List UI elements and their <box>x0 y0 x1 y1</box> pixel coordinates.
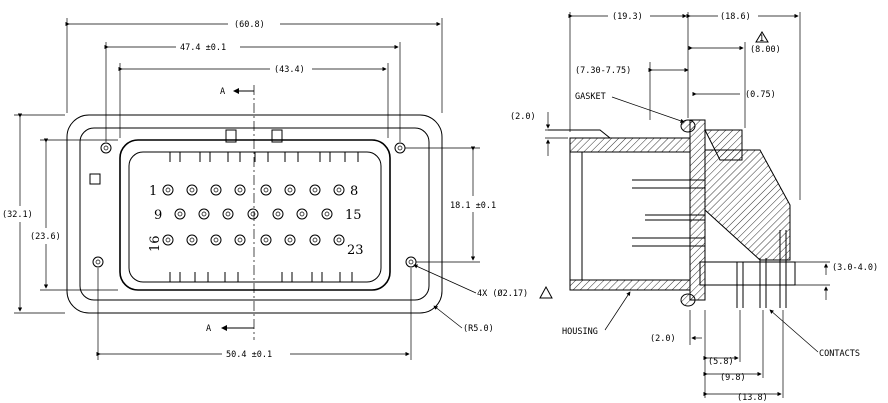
dim-housing-offset: (2.0) <box>650 310 702 345</box>
standoff <box>699 261 796 286</box>
section-label-bottom: A <box>206 324 211 334</box>
connector-body <box>119 139 391 291</box>
svg-text:(7.30-7.75): (7.30-7.75) <box>575 66 631 76</box>
svg-text:(23.6): (23.6) <box>30 232 61 242</box>
dim-flange-ref: (8.00) 1 <box>688 31 781 128</box>
contact-cavities <box>162 184 345 246</box>
pin-label-8: 8 <box>350 184 358 199</box>
dim-row3: (13.8) <box>737 393 768 403</box>
pin-label-9: 9 <box>154 208 162 223</box>
section-label-top: A <box>220 87 225 97</box>
svg-text:(60.8): (60.8) <box>234 20 265 30</box>
dim-flange-thickness: (0.75) <box>692 90 776 100</box>
contacts-horizontal <box>632 179 705 247</box>
polarization-mark <box>89 173 101 185</box>
dim-gasket-range: (7.30-7.75) <box>575 62 689 120</box>
svg-text:(43.4): (43.4) <box>274 65 305 75</box>
dim-flange-hole-spacing: 47.4 ±0.1 <box>104 42 401 142</box>
housing-top-wall <box>569 137 691 153</box>
dim-body-width: (43.4) <box>118 63 389 138</box>
svg-text:(2.0): (2.0) <box>510 112 536 122</box>
gasket <box>680 119 696 133</box>
svg-text:4X (Ø2.17): 4X (Ø2.17) <box>477 288 528 299</box>
svg-text:50.4 ±0.1: 50.4 ±0.1 <box>226 350 272 360</box>
dim-lip: (2.0) <box>510 112 568 156</box>
pin-label-23: 23 <box>347 243 364 258</box>
dim-overall-height: (32.1) <box>2 113 65 314</box>
flange-outline <box>66 114 443 314</box>
dim-row-positions: (5.8) (9.8) (13.8) <box>703 310 784 403</box>
svg-text:CONTACTS: CONTACTS <box>819 349 860 359</box>
svg-text:(2.0): (2.0) <box>650 334 676 344</box>
svg-text:GASKET: GASKET <box>575 92 606 102</box>
dim-body-height: (23.6) <box>30 138 118 291</box>
dim-row2: (9.8) <box>720 373 746 383</box>
note-flag-triangle-icon <box>755 31 769 43</box>
svg-text:(8.00): (8.00) <box>750 45 781 55</box>
housing-callout: HOUSING <box>562 291 631 337</box>
pin-label-16: 16 <box>148 235 163 252</box>
contacts-callout: CONTACTS <box>769 309 860 359</box>
gasket-callout: GASKET <box>575 92 685 123</box>
svg-text:47.4 ±0.1: 47.4 ±0.1 <box>180 43 226 53</box>
side-view: (19.3) (18.6) (8.00) 1 (7.30-7.75) (0.75… <box>510 12 878 403</box>
housing-outline <box>569 137 691 291</box>
note-flag-number: 1 <box>759 34 764 44</box>
dim-hole-vertical: 18.1 ±0.1 <box>405 146 496 263</box>
housing-lip <box>548 129 611 139</box>
dim-right-depth: (18.6) <box>686 12 801 200</box>
svg-text:(19.3): (19.3) <box>612 12 643 22</box>
svg-text:(0.75): (0.75) <box>745 90 776 100</box>
svg-text:(32.1): (32.1) <box>2 210 33 220</box>
key-tab-left <box>225 129 237 143</box>
front-view: 1 8 9 15 16 23 A A (60.8) 47.4 ±0.1 <box>2 18 553 360</box>
housing-bottom-wall <box>569 279 691 291</box>
pin-label-15: 15 <box>345 208 362 223</box>
flange-inner-outline <box>79 127 430 301</box>
contact-slots <box>169 152 359 282</box>
hole-callout: 4X (Ø2.17) <box>413 264 553 299</box>
svg-text:(3.0-4.0): (3.0-4.0) <box>832 263 878 273</box>
connector-face <box>128 151 382 283</box>
pin-label-1: 1 <box>149 184 157 199</box>
dim-pcb-lead: (3.0-4.0) <box>790 261 878 300</box>
rear-boss <box>704 129 743 161</box>
radius-callout: (R5.0) <box>433 305 494 334</box>
gasket-lower <box>680 293 696 307</box>
dim-left-depth: (19.3) <box>568 12 689 132</box>
svg-text:(18.6): (18.6) <box>720 12 751 22</box>
key-tab-right <box>271 129 283 143</box>
flange-section <box>689 119 706 301</box>
svg-text:(R5.0): (R5.0) <box>463 324 494 334</box>
svg-text:HOUSING: HOUSING <box>562 327 598 337</box>
rear-body <box>704 149 791 261</box>
warning-triangle-icon <box>539 285 553 299</box>
dim-overall-width: (60.8) <box>65 18 443 113</box>
dim-row1: (5.8) <box>708 357 734 367</box>
dim-hole-horizontal: 50.4 ±0.1 <box>96 268 412 360</box>
svg-text:18.1 ±0.1: 18.1 ±0.1 <box>450 201 496 211</box>
